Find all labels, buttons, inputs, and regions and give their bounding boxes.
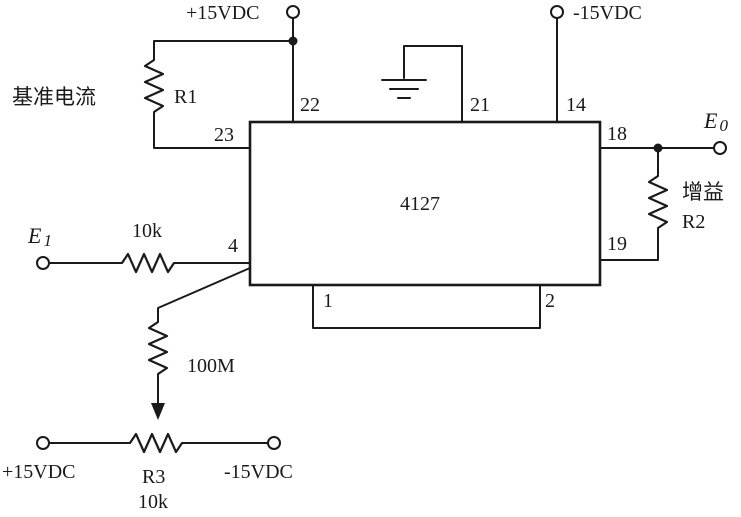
- input-resistor: [121, 252, 175, 274]
- top-neg-supply-terminal: [550, 5, 564, 19]
- bias-wire: [157, 267, 251, 323]
- r2-label: R2: [682, 211, 705, 233]
- top-pos-supply-label: +15VDC: [186, 2, 260, 24]
- null-offset-loop: [312, 284, 541, 329]
- r2-resistor: [647, 175, 669, 229]
- pin-19-label: 19: [607, 233, 627, 255]
- gain-label: 增益: [682, 180, 724, 204]
- r1-resistor: [143, 59, 165, 113]
- ic-part-label: 4127: [400, 193, 440, 215]
- pin-23-label: 23: [214, 124, 234, 146]
- bottom-neg-supply-terminal: [267, 436, 281, 450]
- output-subscript: 0: [719, 116, 728, 135]
- pin-4-label: 4: [228, 235, 238, 257]
- pin21-wire: [403, 45, 463, 123]
- top-pos-supply-terminal: [286, 5, 300, 19]
- input-subscript: 1: [43, 231, 52, 250]
- pin-14-label: 14: [566, 94, 586, 116]
- r3-potentiometer: [129, 432, 183, 454]
- input-letter: E: [27, 223, 42, 248]
- bias-resistor: [147, 321, 169, 375]
- top-neg-supply-label: -15VDC: [573, 2, 642, 24]
- pin-2-label: 2: [545, 290, 555, 312]
- pin-22-label: 22: [300, 94, 320, 116]
- output-letter: E: [703, 108, 718, 133]
- pin-1-label: 1: [323, 290, 333, 312]
- output-terminal: [713, 141, 727, 155]
- bottom-pos-supply-label: +15VDC: [2, 461, 76, 483]
- wiper-arrow: [151, 403, 165, 420]
- input-resistor-label: 10k: [132, 220, 162, 242]
- r2-bottom-wire: [599, 227, 659, 261]
- bias-resistor-label: 100M: [187, 355, 235, 377]
- pin-18-label: 18: [607, 123, 627, 145]
- pin-21-label: 21: [470, 94, 490, 116]
- bottom-neg-supply-label: -15VDC: [224, 461, 293, 483]
- bottom-pos-supply-terminal: [36, 436, 50, 450]
- r1-top-wire: [153, 40, 294, 61]
- r3-label: R3: [142, 466, 165, 488]
- r1-label: R1: [174, 86, 197, 108]
- r3-value-label: 10k: [138, 491, 168, 513]
- ref-current-label: 基准电流: [12, 85, 96, 109]
- r1-bottom-wire: [153, 111, 251, 149]
- ic-body: [248, 120, 602, 287]
- input-terminal: [36, 256, 50, 270]
